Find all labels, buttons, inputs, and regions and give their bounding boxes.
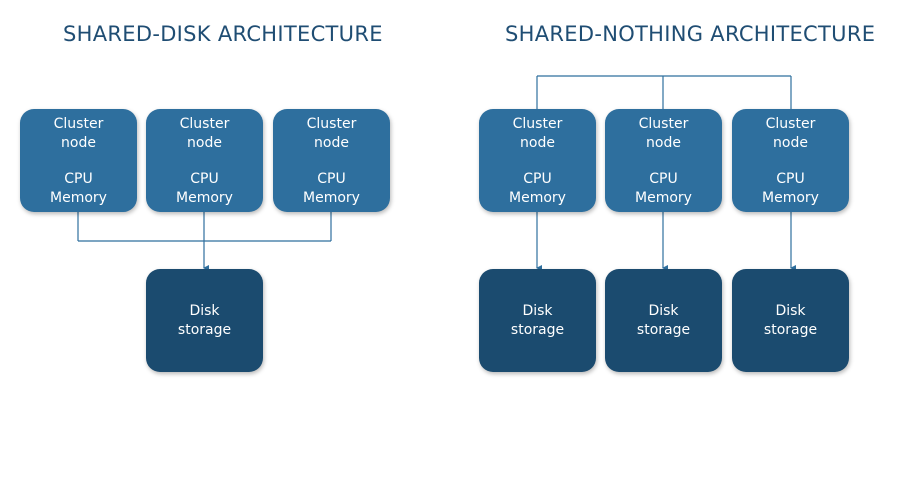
- node-label-line1: Cluster: [306, 116, 357, 132]
- shared-disk-node-1: Cluster node CPU Memory: [20, 109, 137, 212]
- disk-label-line2: storage: [636, 322, 691, 338]
- node-label-line2: node: [773, 135, 808, 151]
- node-label-line1: Cluster: [512, 116, 563, 132]
- node-label-line2: node: [520, 135, 555, 151]
- node-memory-label: Memory: [762, 190, 819, 206]
- shared-nothing-network: [536, 75, 792, 109]
- shared-nothing-node-1: Cluster node CPU Memory: [479, 109, 596, 212]
- node-cpu-label: CPU: [190, 171, 219, 187]
- disk-label-line2: storage: [177, 322, 232, 338]
- node-cpu-label: CPU: [649, 171, 678, 187]
- shared-nothing-storage-3: Disk storage: [732, 269, 849, 372]
- shared-nothing-storage-2: Disk storage: [605, 269, 722, 372]
- disk-label-line2: storage: [510, 322, 565, 338]
- node-memory-label: Memory: [509, 190, 566, 206]
- node-cpu-label: CPU: [523, 171, 552, 187]
- shared-nothing-node-2: Cluster node CPU Memory: [605, 109, 722, 212]
- node-label-line2: node: [187, 135, 222, 151]
- node-memory-label: Memory: [635, 190, 692, 206]
- disk-label-line1: Disk: [189, 303, 220, 319]
- shared-disk-node-3: Cluster node CPU Memory: [273, 109, 390, 212]
- shared-disk-bus: [77, 212, 332, 271]
- node-memory-label: Memory: [303, 190, 360, 206]
- disk-label-line1: Disk: [522, 303, 553, 319]
- node-label-line1: Cluster: [765, 116, 816, 132]
- shared-nothing-storage-1: Disk storage: [479, 269, 596, 372]
- shared-nothing-arrows: [536, 212, 796, 271]
- node-label-line1: Cluster: [179, 116, 230, 132]
- node-label-line2: node: [314, 135, 349, 151]
- node-label-line1: Cluster: [638, 116, 689, 132]
- node-cpu-label: CPU: [776, 171, 805, 187]
- node-cpu-label: CPU: [317, 171, 346, 187]
- node-label-line2: node: [646, 135, 681, 151]
- node-cpu-label: CPU: [64, 171, 93, 187]
- shared-disk-title: SHARED-DISK ARCHITECTURE: [63, 22, 383, 46]
- disk-label-line2: storage: [763, 322, 818, 338]
- shared-disk-node-2: Cluster node CPU Memory: [146, 109, 263, 212]
- node-memory-label: Memory: [50, 190, 107, 206]
- node-label-line2: node: [61, 135, 96, 151]
- shared-disk-storage: Disk storage: [146, 269, 263, 372]
- disk-label-line1: Disk: [648, 303, 679, 319]
- disk-label-line1: Disk: [775, 303, 806, 319]
- node-label-line1: Cluster: [53, 116, 104, 132]
- shared-nothing-title: SHARED-NOTHING ARCHITECTURE: [505, 22, 876, 46]
- shared-nothing-node-3: Cluster node CPU Memory: [732, 109, 849, 212]
- node-memory-label: Memory: [176, 190, 233, 206]
